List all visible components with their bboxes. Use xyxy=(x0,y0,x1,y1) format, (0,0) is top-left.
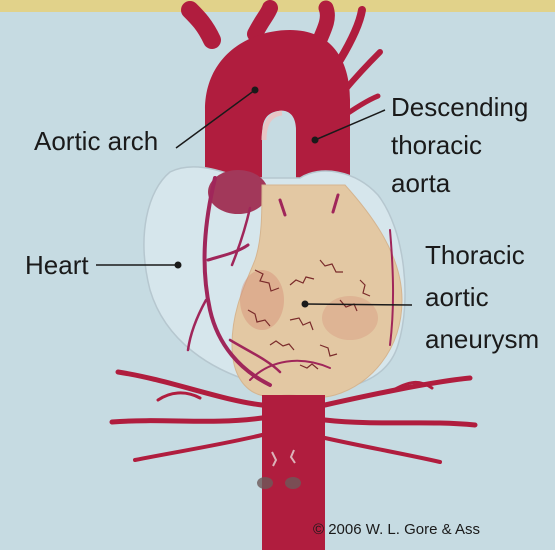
label-aneurysm-line3: aneurysm xyxy=(425,324,539,355)
label-aneurysm-line1: Thoracic xyxy=(425,240,525,271)
dot-aortic-arch xyxy=(252,87,259,94)
dot-descending xyxy=(312,137,319,144)
copyright-notice: © 2006 W. L. Gore & Ass xyxy=(313,521,480,538)
label-descending-line2: thoracic xyxy=(391,130,482,161)
leader-aneurysm xyxy=(305,304,412,305)
pulmonary-vessel xyxy=(208,170,268,214)
dot-aneurysm xyxy=(302,301,309,308)
dot-heart xyxy=(175,262,182,269)
label-heart: Heart xyxy=(25,250,89,281)
label-aneurysm-line2: aortic xyxy=(425,282,489,313)
label-descending-line1: Descending xyxy=(391,92,528,123)
label-descending-line3: aorta xyxy=(391,168,450,199)
label-aortic-arch: Aortic arch xyxy=(34,126,158,157)
